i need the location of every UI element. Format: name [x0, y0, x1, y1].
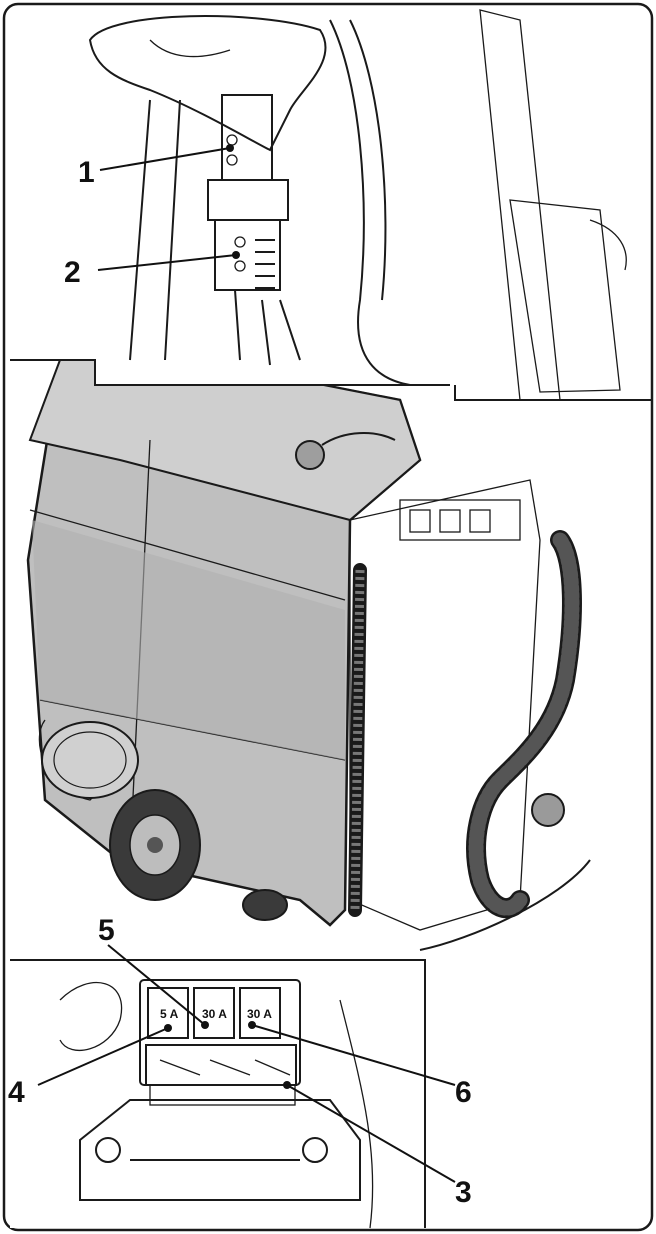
fuse-label-3: 30 A: [247, 1007, 272, 1021]
connector-inset: [10, 15, 450, 386]
fuse-inset: 5 A 30 A 30 A: [10, 959, 426, 1229]
fuse-label-1: 5 A: [160, 1007, 179, 1021]
callout-5: 5: [98, 914, 115, 947]
callout-4: 4: [8, 1076, 25, 1109]
callout-1: 1: [78, 156, 95, 189]
callout-3: 3: [455, 1176, 472, 1209]
callout-6: 6: [455, 1076, 472, 1109]
callouts: 1 2 5 4 6 3: [8, 144, 472, 1209]
machine-view: [26, 9, 627, 951]
fuse-label-2: 30 A: [202, 1007, 227, 1021]
callout-2: 2: [64, 256, 81, 289]
